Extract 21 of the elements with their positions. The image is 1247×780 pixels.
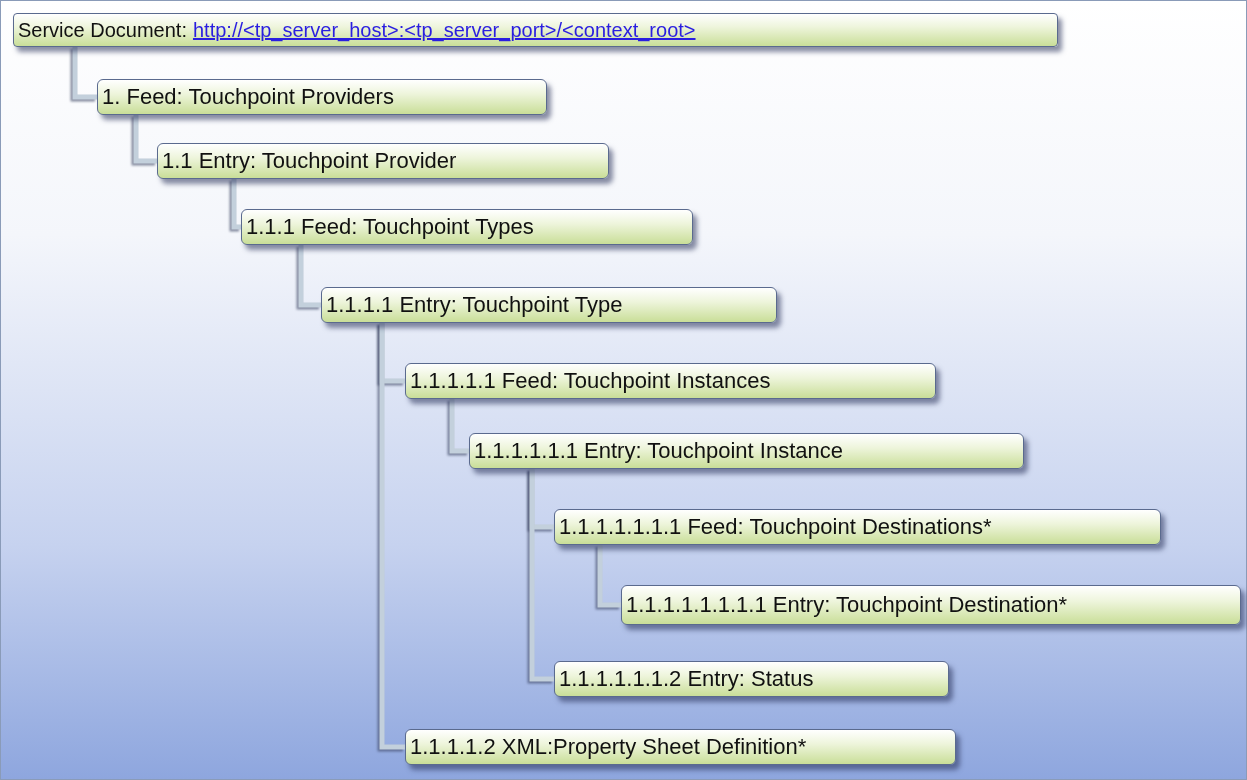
tree-node-box: 1.1.1.1.1 Feed: Touchpoint Instances xyxy=(405,363,936,399)
tree-connector xyxy=(72,47,97,100)
tree-connector xyxy=(133,115,157,164)
tree-node-box: 1.1.1 Feed: Touchpoint Types xyxy=(241,209,693,245)
tree-node-box: 1. Feed: Touchpoint Providers xyxy=(97,79,547,115)
tree-node-box: 1.1.1.1.1.1.1.1 Entry: Touchpoint Destination* xyxy=(621,585,1241,625)
tree-connector xyxy=(231,179,241,230)
url-link: http://<tp_server_host>:<tp_server_port>/<context_root> xyxy=(192,18,696,42)
tree-node-box: 1.1.1.1.1.1.1 Feed: Touchpoint Destinations* xyxy=(554,509,1161,545)
tree-connector xyxy=(529,469,554,682)
tree-connector xyxy=(298,245,321,308)
tree-node-box xyxy=(13,13,1058,47)
tree-node-box: 1.1.1.1.1.1.2 Entry: Status xyxy=(554,661,949,697)
tree-node-box: 1.1.1.1.1.1 Entry: Touchpoint Instance xyxy=(469,433,1024,469)
tree-connector xyxy=(597,545,621,608)
tree-node-box: 1.1 Entry: Touchpoint Provider xyxy=(157,143,609,179)
tree-connector xyxy=(449,399,469,454)
tree-node-box: 1.1.1.1.2 XML:Property Sheet Definition* xyxy=(405,729,956,765)
tree-connector xyxy=(379,323,405,750)
node-label: Service Document: xyxy=(18,18,187,42)
tree-node-box: 1.1.1.1 Entry: Touchpoint Type xyxy=(321,287,777,323)
